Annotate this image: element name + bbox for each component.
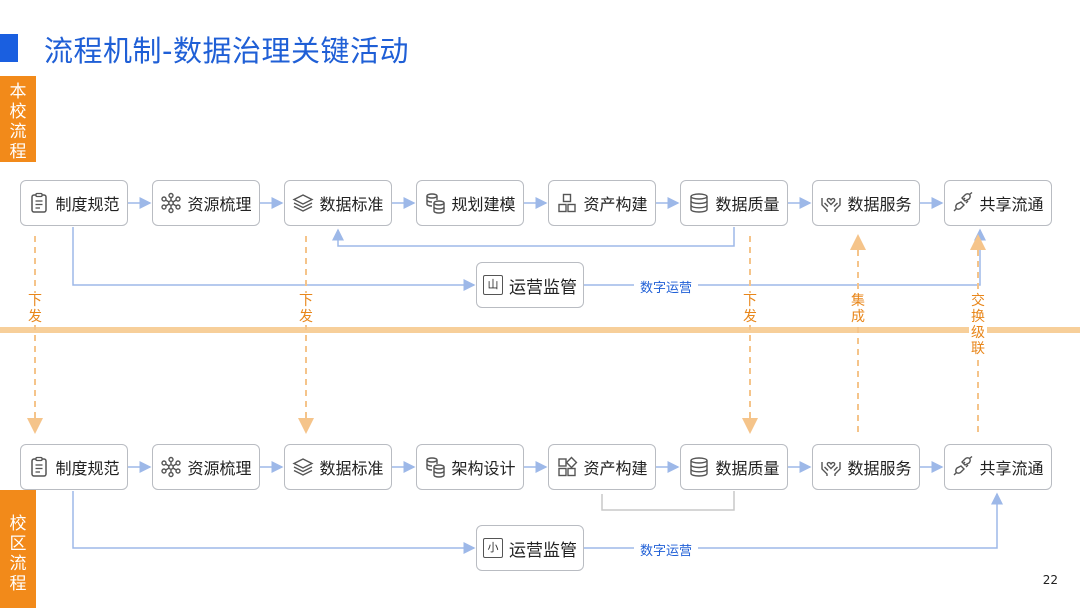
page-title: 流程机制-数据治理关键活动 xyxy=(44,34,409,68)
top-node-quality[interactable]: 数据质量 xyxy=(680,180,788,226)
side-tag-char: 区 xyxy=(9,534,27,554)
database-stack-icon xyxy=(424,192,446,214)
node-label: 数据标准 xyxy=(319,459,384,478)
side-tag-bottom: 校 区 流 程 xyxy=(0,490,36,608)
vertical-label-issue: 下 发 xyxy=(297,293,315,325)
bottom-node-sharing[interactable]: 共享流通 xyxy=(944,444,1052,490)
top-node-asset[interactable]: 资产构建 xyxy=(548,180,656,226)
bottom-ops-supervision[interactable]: 小 运营监管 xyxy=(476,525,584,571)
layers-icon xyxy=(292,192,315,214)
vertical-label-char: 下 xyxy=(28,293,42,309)
node-label: 制度规范 xyxy=(55,195,120,214)
network-icon xyxy=(160,192,182,214)
plug-icon xyxy=(952,192,974,214)
vertical-label-char: 发 xyxy=(28,309,42,325)
node-label: 数据标准 xyxy=(319,195,384,214)
top-node-policy[interactable]: 制度规范 xyxy=(20,180,128,226)
node-label: 数据质量 xyxy=(715,459,780,478)
node-label: 数据服务 xyxy=(847,459,912,478)
vertical-label-issue: 下 发 xyxy=(26,293,44,325)
monitor-icon: 山 xyxy=(483,275,503,295)
top-node-resource[interactable]: 资源梳理 xyxy=(152,180,260,226)
bottom-node-standard[interactable]: 数据标准 xyxy=(284,444,392,490)
plug-icon xyxy=(952,456,974,478)
side-tag-char: 本 xyxy=(9,82,27,102)
bottom-node-asset[interactable]: 资产构建 xyxy=(548,444,656,490)
vertical-label-char: 交 xyxy=(971,293,985,309)
vertical-label-issue: 下 发 xyxy=(741,293,759,325)
bottom-node-architecture[interactable]: 架构设计 xyxy=(416,444,524,490)
monitor-icon: 小 xyxy=(483,538,503,558)
vertical-label-char: 下 xyxy=(743,293,757,309)
side-tag-char: 程 xyxy=(9,142,27,162)
vertical-label-char: 级 xyxy=(971,325,985,341)
bottom-node-quality[interactable]: 数据质量 xyxy=(680,444,788,490)
title-accent-bar xyxy=(0,34,18,62)
vertical-label-exchange: 交 换 级 联 xyxy=(969,293,987,357)
bottom-node-policy[interactable]: 制度规范 xyxy=(20,444,128,490)
node-label: 共享流通 xyxy=(979,195,1044,214)
top-digital-ops-label: 数字运营 xyxy=(634,277,699,296)
node-label: 资产构建 xyxy=(583,459,648,478)
vertical-label-char: 下 xyxy=(299,293,313,309)
bottom-node-resource[interactable]: 资源梳理 xyxy=(152,444,260,490)
bottom-digital-ops-label: 数字运营 xyxy=(634,540,699,559)
hands-heart-icon xyxy=(820,192,842,214)
vertical-label-char: 成 xyxy=(851,309,865,325)
top-node-service[interactable]: 数据服务 xyxy=(812,180,920,226)
ops-label: 运营监管 xyxy=(509,540,577,561)
node-label: 资产构建 xyxy=(583,195,648,214)
side-tag-top: 本 校 流 程 xyxy=(0,76,36,162)
side-tag-char: 校 xyxy=(9,514,27,534)
node-label: 制度规范 xyxy=(55,459,120,478)
side-tag-char: 校 xyxy=(9,102,27,122)
side-tag-char: 流 xyxy=(9,122,27,142)
side-tag-char: 程 xyxy=(9,574,27,594)
clipboard-icon xyxy=(28,192,50,214)
node-label: 资源梳理 xyxy=(187,195,252,214)
node-label: 资源梳理 xyxy=(187,459,252,478)
vertical-label-integrate: 集 成 xyxy=(849,293,867,325)
database-icon xyxy=(688,456,710,478)
hands-heart-icon xyxy=(820,456,842,478)
node-label: 规划建模 xyxy=(451,195,516,214)
top-node-modeling[interactable]: 规划建模 xyxy=(416,180,524,226)
vertical-label-char: 集 xyxy=(851,293,865,309)
database-stack-icon xyxy=(424,456,446,478)
ops-label: 运营监管 xyxy=(509,277,577,298)
process-divider xyxy=(0,327,1080,333)
node-label: 数据质量 xyxy=(715,195,780,214)
top-node-standard[interactable]: 数据标准 xyxy=(284,180,392,226)
blocks-icon xyxy=(556,456,578,478)
vertical-label-char: 发 xyxy=(743,309,757,325)
node-label: 数据服务 xyxy=(847,195,912,214)
vertical-label-char: 发 xyxy=(299,309,313,325)
bottom-node-service[interactable]: 数据服务 xyxy=(812,444,920,490)
blocks-icon xyxy=(556,192,578,214)
vertical-label-char: 联 xyxy=(971,341,985,357)
node-label: 共享流通 xyxy=(979,459,1044,478)
network-icon xyxy=(160,456,182,478)
top-ops-supervision[interactable]: 山 运营监管 xyxy=(476,262,584,308)
database-icon xyxy=(688,192,710,214)
node-label: 架构设计 xyxy=(451,459,516,478)
top-node-sharing[interactable]: 共享流通 xyxy=(944,180,1052,226)
vertical-label-char: 换 xyxy=(971,309,985,325)
side-tag-char: 流 xyxy=(9,554,27,574)
page-number: 22 xyxy=(1042,573,1058,587)
layers-icon xyxy=(292,456,315,478)
clipboard-icon xyxy=(28,456,50,478)
